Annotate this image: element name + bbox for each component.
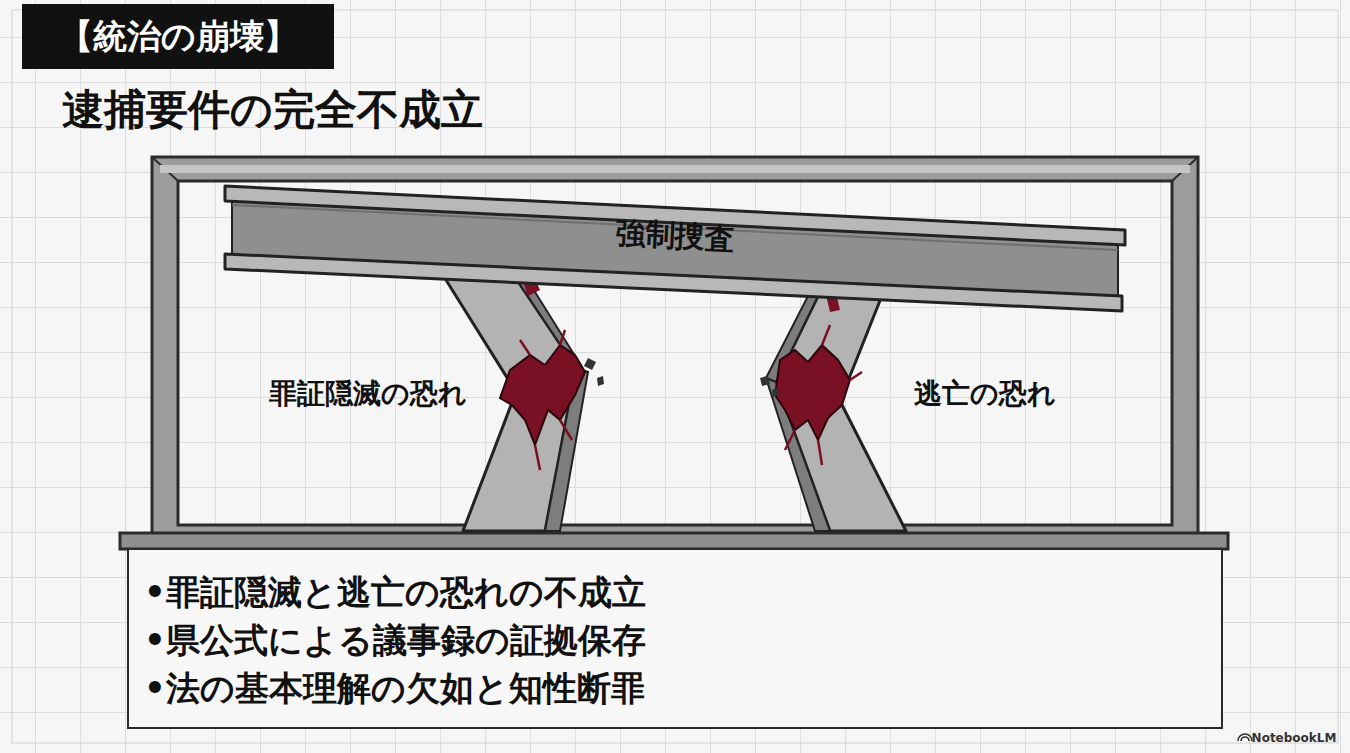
bullet-panel: •罪証隠滅と逃亡の恐れの不成立 •県公式による議事録の証拠保存 •法の基本理解の欠如… xyxy=(132,556,1218,724)
bullet-item: •県公式による議事録の証拠保存 xyxy=(144,619,646,662)
bullet-item: •法の基本理解の欠如と知性断罪 xyxy=(144,667,645,710)
pillar-label: 逃亡の恐れ xyxy=(914,375,1056,413)
watermark: NotebookLM xyxy=(1252,731,1337,745)
node-text: 【統治の崩壊】 xyxy=(59,15,298,58)
pillar-label: 罪証隠滅の恐れ xyxy=(269,375,467,413)
heading: 逮捕要件の完全不成立 xyxy=(62,82,483,138)
section-tag: 【統治の崩壊】 xyxy=(22,4,334,69)
node-text: 強制捜査 xyxy=(614,214,736,258)
bullet-item: •罪証隠滅と逃亡の恐れの不成立 xyxy=(144,571,646,614)
